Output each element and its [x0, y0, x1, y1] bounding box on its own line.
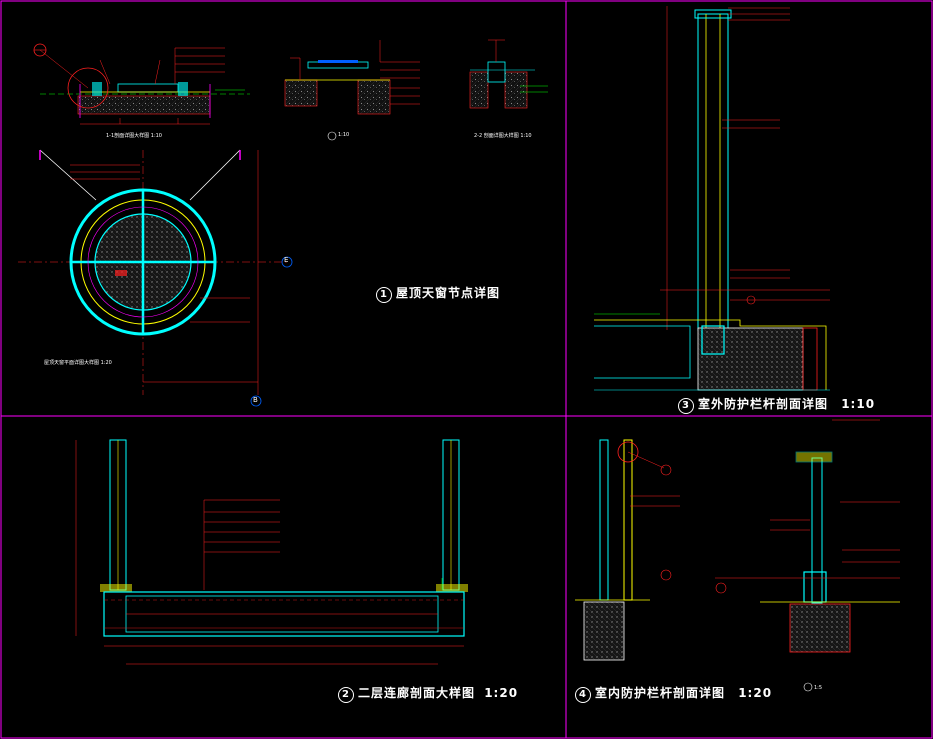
- panel-1-skylight-detail: [18, 39, 548, 407]
- panel-4-title-text: 室内防护栏杆剖面详图: [595, 686, 726, 700]
- panel-3-title: 3 室外防护栏杆剖面详图 1:10: [678, 395, 875, 414]
- skylight-plan-drawing: [18, 149, 293, 407]
- detail-1-5-label: 1:5: [814, 685, 823, 691]
- panel-1-number: 1: [376, 287, 392, 303]
- axis-marker-b: B: [253, 396, 258, 404]
- panel-3-title-text: 室外防护栏杆剖面详图: [698, 397, 829, 411]
- detail-2-2-label: 2-2 剖面详图大样图 1:10: [474, 133, 532, 139]
- section-a-drawing: [284, 40, 420, 141]
- panel-4-title: 4 室内防护栏杆剖面详图 1:20: [575, 684, 772, 703]
- panel-1-title-text: 屋顶天窗节点详图: [396, 286, 501, 300]
- axis-marker-e: E: [284, 256, 289, 264]
- skylight-plan-label: 屋顶天窗平面详图大样图 1:20: [44, 360, 112, 366]
- panel-2-number: 2: [338, 687, 354, 703]
- panel-3-number: 3: [678, 398, 694, 414]
- panel-2-scale: 1:20: [484, 686, 519, 700]
- detail-1-1-label: 1-1剖面详图大样图 1:10: [106, 133, 162, 139]
- panel-2-title-text: 二层连廊剖面大样图: [358, 686, 476, 700]
- panel-2-corridor-section: [75, 439, 468, 665]
- panel-4-number: 4: [575, 687, 591, 703]
- panel-2-title: 2 二层连廊剖面大样图 1:20: [338, 684, 518, 703]
- section-1-1-drawing: [33, 43, 250, 125]
- panel-3-exterior-railing: [594, 6, 830, 391]
- panel-1-title: 1 屋顶天窗节点详图: [376, 284, 500, 303]
- panel-4-scale: 1:20: [738, 686, 773, 700]
- panel-3-scale: 1:10: [841, 397, 876, 411]
- panel-4-interior-railing: [575, 419, 900, 692]
- section-2-2-drawing: [469, 39, 548, 109]
- detail-a-label: 1:10: [338, 132, 350, 138]
